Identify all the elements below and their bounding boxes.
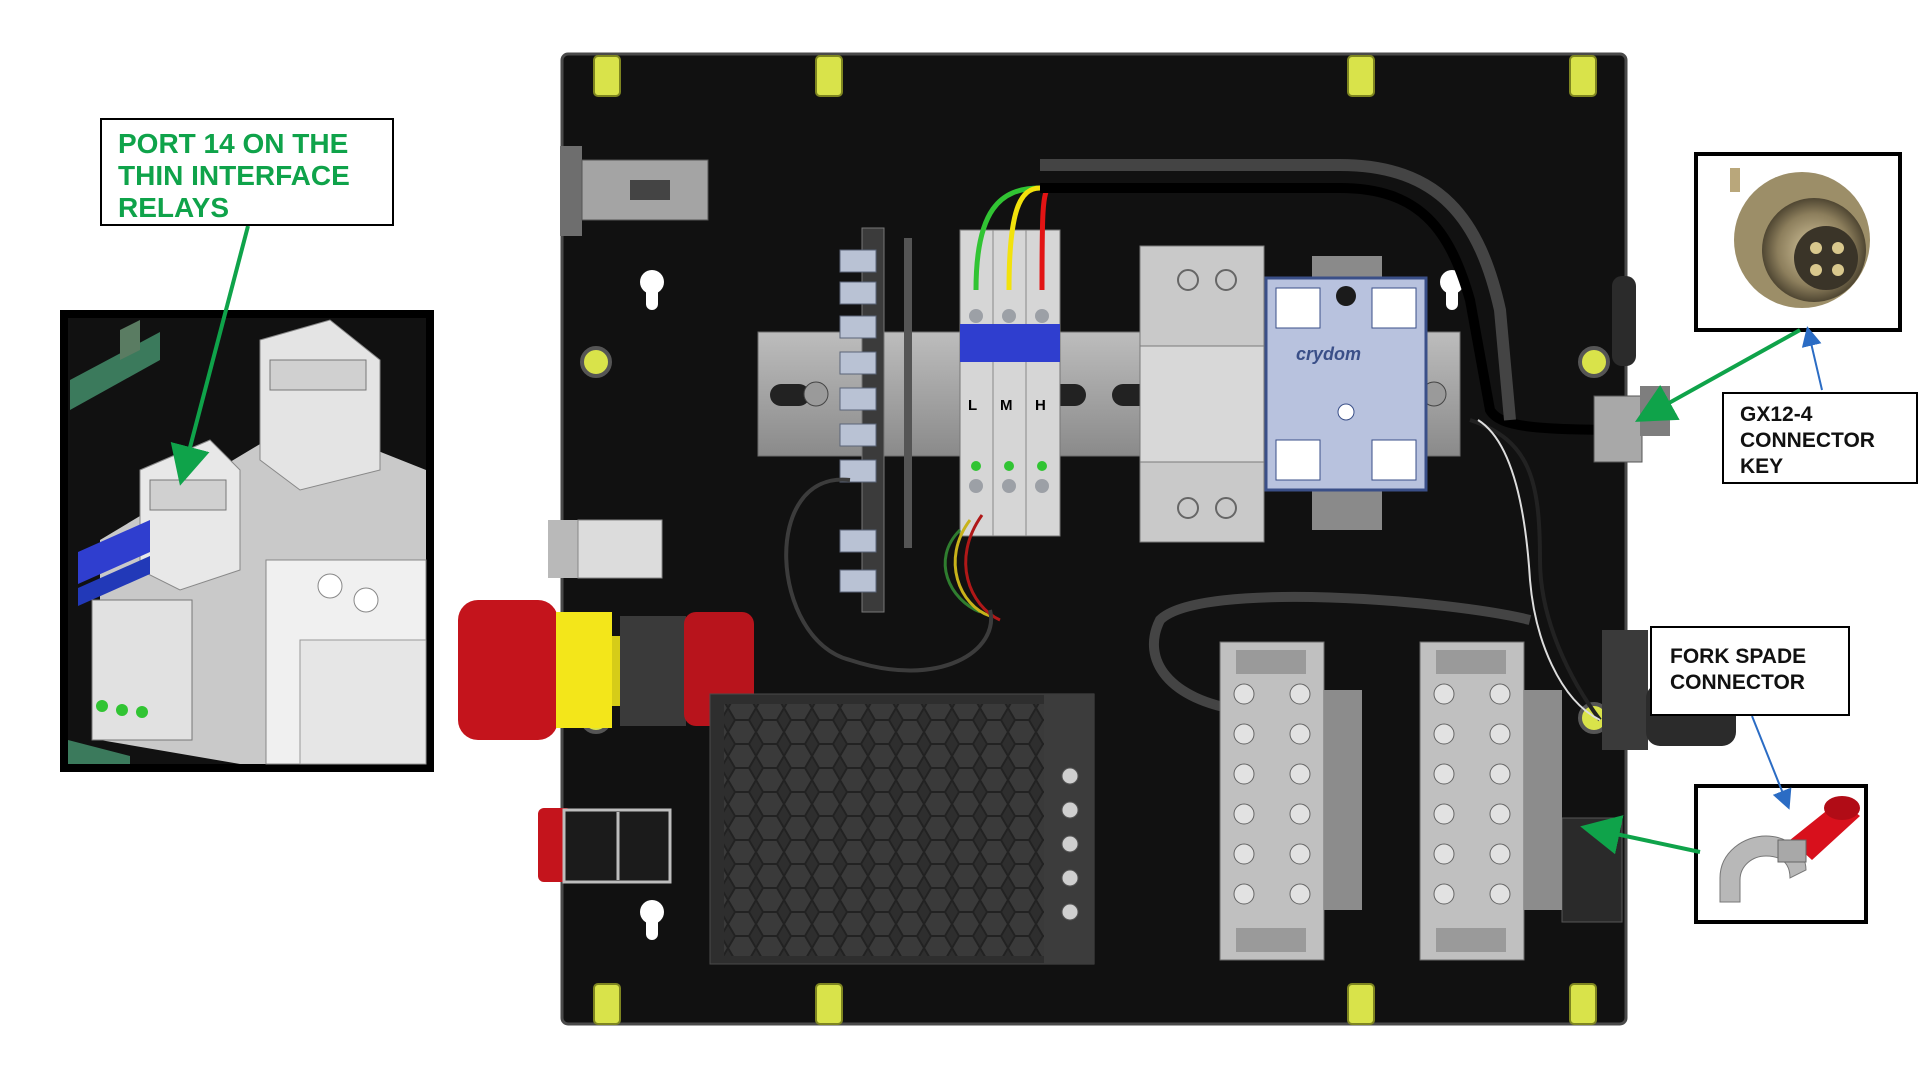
- callout-port14: PORT 14 ON THE THIN INTERFACE RELAYS: [100, 118, 394, 226]
- relay-label-m: M: [1000, 397, 1013, 414]
- usb-port: [560, 146, 709, 236]
- relay-closeup-inset: [60, 310, 434, 772]
- keyhole-slots: [640, 270, 1464, 940]
- leader-lines: [170, 225, 1823, 855]
- terminal-block-icon: [1219, 641, 1562, 961]
- callout-fork-spade-connector: FORK SPADE CONNECTOR: [1650, 626, 1850, 716]
- callout-gx12-connector-key: GX12-4 CONNECTOR KEY: [1722, 392, 1918, 484]
- controller-board: [839, 227, 912, 613]
- relay-label-h: H: [1035, 397, 1046, 414]
- fork-spade-icon: [1694, 784, 1868, 924]
- indicator-light: [548, 519, 663, 579]
- harness-wires: [784, 418, 1602, 722]
- power-supply-icon: [709, 693, 1095, 965]
- ssr-brand: crydom: [1296, 344, 1361, 364]
- relay-wires: [973, 159, 1641, 435]
- e-stop-icon: [458, 600, 754, 740]
- gx12-connector-icon: [1694, 152, 1902, 332]
- relay-label-l: L: [968, 397, 977, 414]
- ssr-icon: crydom: [1264, 256, 1428, 530]
- standoffs: [593, 55, 1597, 1025]
- contactor-block: [1139, 245, 1265, 543]
- power-switch: [538, 808, 672, 884]
